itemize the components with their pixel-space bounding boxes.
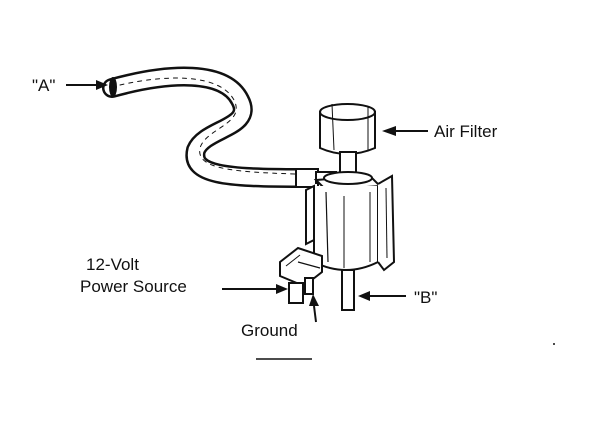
speck-mark: [553, 343, 555, 345]
electrical-connector: [279, 246, 323, 288]
ground-terminal: [304, 277, 314, 295]
arrow-ground: [313, 305, 317, 323]
hose-end-a: [109, 77, 117, 97]
arrow-power-head: [276, 284, 288, 294]
label-power-line2: Power Source: [80, 277, 187, 296]
port-b-nozzle: [341, 269, 355, 311]
hose-fill: [104, 69, 308, 186]
hose: [102, 66, 310, 188]
power-terminal: [288, 282, 304, 304]
label-port-b: "B": [414, 288, 437, 307]
label-power-line1: 12-Volt: [86, 255, 139, 274]
hose-shading: [119, 77, 297, 175]
label-air-filter: Air Filter: [434, 122, 498, 141]
hose-fitting: [295, 168, 319, 188]
label-ground: Ground: [241, 321, 298, 340]
arrow-b-head: [358, 291, 370, 301]
air-filter: [319, 103, 376, 155]
label-port-a: "A": [32, 76, 55, 95]
arrow-a-head: [96, 80, 108, 90]
filter-stem: [339, 151, 357, 175]
arrow-air-filter-head: [382, 126, 396, 136]
callout-arrows: [66, 80, 428, 323]
arrow-ground-head: [309, 294, 319, 306]
